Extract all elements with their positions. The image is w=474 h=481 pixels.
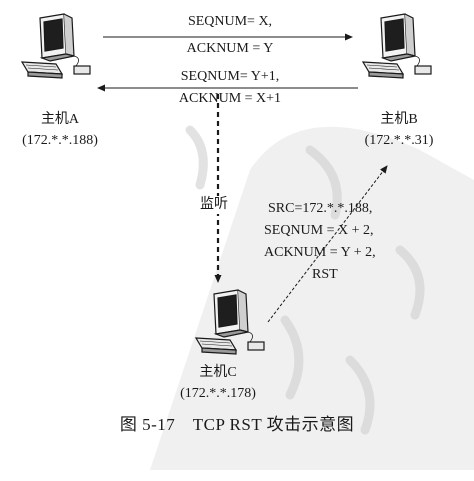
figure-caption: 图 5-17 TCP RST 攻击示意图 xyxy=(119,415,355,434)
host-c-label: 主机C xyxy=(199,365,237,380)
msg-a-to-b-ack: ACKNUM = Y xyxy=(186,41,274,56)
rst-src-field: SRC=172.*.*.188, xyxy=(268,201,373,216)
msg-a-to-b-seq: SEQNUM= X, xyxy=(187,14,273,29)
rst-arrow xyxy=(267,165,388,323)
host-b-label: 主机B xyxy=(380,112,418,127)
rst-flag: RST xyxy=(312,267,338,282)
host-a-ip: (172.*.*.188) xyxy=(22,133,98,148)
host-c-ip: (172.*.*.178) xyxy=(180,386,256,401)
msg-b-to-a-ack: ACKNUM = X+1 xyxy=(178,91,282,106)
host-b-ip: (172.*.*.31) xyxy=(364,133,434,148)
desktop-computer-icon xyxy=(361,13,432,79)
rst-ack-field: ACKNUM = Y + 2, xyxy=(264,245,376,260)
msg-b-to-a-seq: SEQNUM= Y+1, xyxy=(180,69,280,84)
rst-seq-field: SEQNUM = X + 2, xyxy=(264,223,374,238)
monitor-label: 监听 xyxy=(200,196,228,214)
desktop-computer-icon xyxy=(194,289,265,355)
desktop-computer-icon xyxy=(20,13,91,79)
host-a-label: 主机A xyxy=(40,112,80,127)
